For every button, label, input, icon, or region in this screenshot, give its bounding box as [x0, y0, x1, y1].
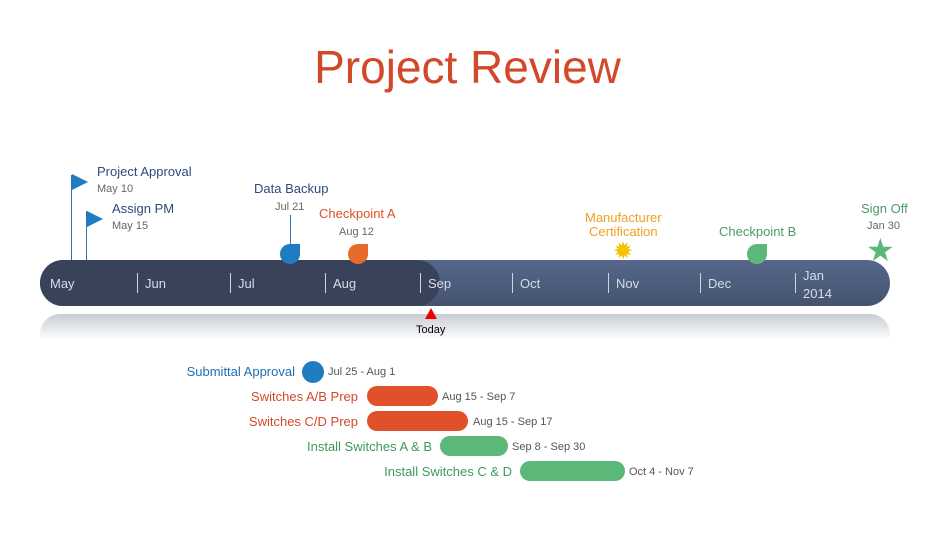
milestone-date: Jan 30: [867, 220, 901, 232]
milestone-date: Jul 21: [275, 201, 305, 213]
task-dates: Sep 8 - Sep 30: [512, 441, 586, 453]
month-tick: [230, 273, 231, 293]
milestone-date: May 15: [112, 220, 149, 232]
month-label: Aug: [333, 276, 357, 291]
task-bar: [520, 461, 625, 481]
month-label: May: [50, 276, 75, 291]
month-label: Jul: [238, 276, 255, 291]
month-tick: [700, 273, 701, 293]
star-icon: ★: [866, 232, 895, 268]
task-dates: Aug 15 - Sep 17: [473, 416, 553, 428]
milestone-label: Manufacturer: [585, 210, 662, 225]
task-marker: [302, 361, 324, 383]
milestone-date: Aug 12: [339, 226, 374, 238]
flag-pole: [86, 211, 87, 260]
timeline-reflection: [40, 314, 890, 340]
month-label: Sep: [428, 276, 452, 291]
month-tick: [795, 273, 796, 293]
month-label: Nov: [616, 276, 640, 291]
drop-icon: [280, 244, 300, 264]
task-bar: [440, 436, 508, 456]
month-tick: [137, 273, 138, 293]
milestone-date: May 10: [97, 183, 134, 195]
task-dates: Aug 15 - Sep 7: [442, 391, 516, 403]
milestone-label: Certification: [589, 224, 658, 239]
milestone-label: Data Backup: [254, 181, 329, 196]
milestone-label: Project Approval: [97, 164, 192, 179]
timeline-elapsed: [40, 260, 440, 306]
month-label: Jun: [145, 276, 166, 291]
milestone-label: Checkpoint A: [319, 206, 396, 221]
task-label: Submittal Approval: [186, 364, 295, 379]
month-label: Jan: [803, 268, 824, 283]
year-label: 2014: [803, 286, 832, 301]
month-label: Oct: [520, 276, 541, 291]
leaf-icon: [747, 244, 767, 264]
page-title: Project Review: [314, 41, 621, 93]
flag-icon: [87, 211, 103, 227]
month-tick: [420, 273, 421, 293]
task-bar: [367, 386, 438, 406]
pin-line: [290, 215, 291, 245]
month-label: Dec: [708, 276, 732, 291]
task-bar: [367, 411, 468, 431]
task-label: Install Switches C & D: [384, 464, 512, 479]
milestone-label: Assign PM: [112, 201, 175, 216]
month-tick: [608, 273, 609, 293]
milestone-label: Sign Off: [861, 201, 908, 216]
task-label: Switches A/B Prep: [251, 389, 358, 404]
flag-icon: [72, 174, 88, 190]
task-dates: Jul 25 - Aug 1: [328, 366, 396, 378]
today-marker-icon: [425, 308, 437, 319]
flag-pole: [71, 175, 72, 260]
month-tick: [512, 273, 513, 293]
drop-icon: [348, 244, 368, 264]
today-label: Today: [416, 324, 446, 336]
task-label: Switches C/D Prep: [248, 414, 358, 429]
task-dates: Oct 4 - Nov 7: [629, 466, 694, 478]
task-label: Install Switches A & B: [306, 439, 432, 454]
milestone-label: Checkpoint B: [719, 224, 797, 239]
month-tick: [325, 273, 326, 293]
starburst-icon: ✹: [613, 238, 634, 265]
